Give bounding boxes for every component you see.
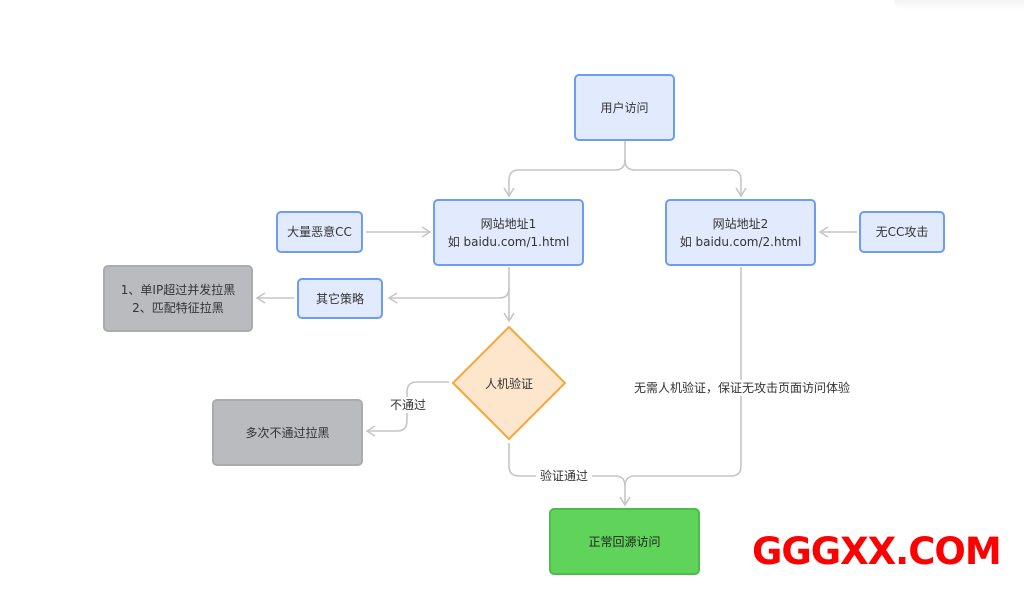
node-no-cc[interactable]: 无CC攻击 [859,211,945,253]
node-site2-title: 网站地址2 [712,216,769,231]
watermark: GGGXX.COM [752,530,1002,573]
node-malicious-cc[interactable]: 大量恶意CC [276,211,363,253]
top-shade [894,0,1024,10]
node-malicious-cc-label: 大量恶意CC [287,225,352,239]
node-site2[interactable]: 网站地址2 如 baidu.com/2.html [665,199,816,266]
node-repeated-fail-label: 多次不通过拉黑 [245,425,330,440]
node-user-access[interactable]: 用户访问 [574,74,675,141]
node-repeated-fail[interactable]: 多次不通过拉黑 [212,399,363,466]
node-other-strategy-label: 其它策略 [315,291,364,306]
node-other-strategy[interactable]: 其它策略 [297,278,383,319]
node-normal-origin-label: 正常回源访问 [588,534,661,549]
node-no-cc-label: 无CC攻击 [875,225,929,239]
edge-label-no-captcha: 无需人机验证，保证无攻击页面访问体验 [630,380,855,396]
node-site1-title: 网站地址1 [480,216,537,231]
node-captcha[interactable]: 人机验证 [451,325,567,441]
diamond-shape [452,326,566,440]
node-blacklist-rule-1: 1、单IP超过并发拉黑 [120,282,236,297]
node-user-access-label: 用户访问 [600,100,649,115]
edge-site2-to-normal [624,267,742,487]
node-site2-example: 如 baidu.com/2.html [679,234,802,249]
node-blacklist-rules[interactable]: 1、单IP超过并发拉黑 2、匹配特征拉黑 [103,265,253,332]
edge-label-fail: 不通过 [386,397,431,413]
node-captcha-label: 人机验证 [484,376,533,391]
edge-user-to-site2 [624,159,747,198]
node-normal-origin[interactable]: 正常回源访问 [549,508,700,575]
node-site1-example: 如 baidu.com/1.html [447,234,570,249]
edge-label-pass: 验证通过 [536,468,593,484]
edge-site1-to-other [387,267,510,304]
node-site1[interactable]: 网站地址1 如 baidu.com/1.html [433,199,584,266]
node-blacklist-rule-2: 2、匹配特征拉黑 [132,300,224,315]
edge-user-to-site1 [503,141,626,198]
